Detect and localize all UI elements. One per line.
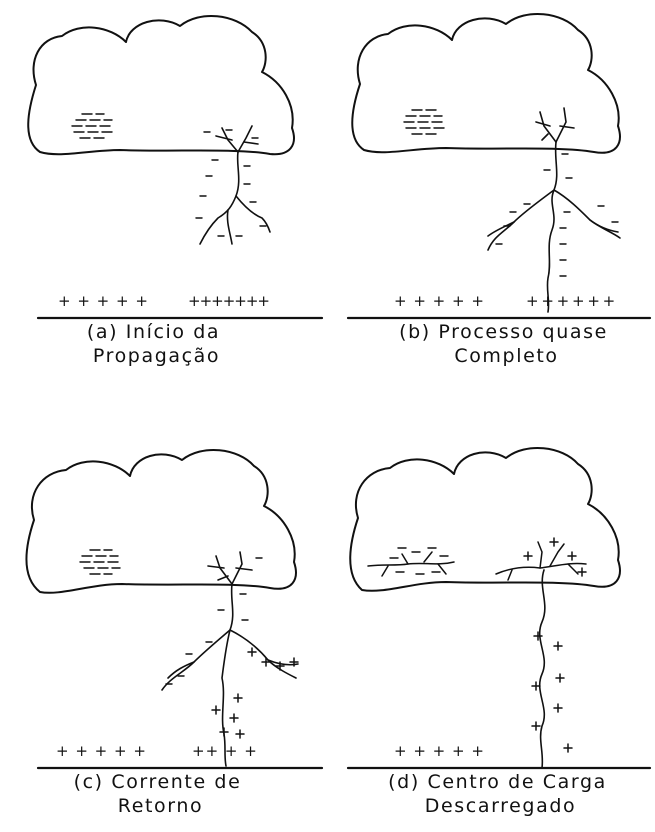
caption-c: (c) Corrente de Retorno xyxy=(0,770,321,818)
panel-b: + + + + + + + + + + + (b) Processo quase… xyxy=(328,0,655,416)
cloud-charges-left xyxy=(390,548,448,574)
cloud-charge-cluster xyxy=(404,110,444,134)
cloud xyxy=(352,14,620,153)
caption-a: (a) Início da Propagação xyxy=(0,320,317,368)
caption-line-2: Propagação xyxy=(0,344,317,368)
caption-line-1: (c) Corrente de xyxy=(0,770,321,794)
leader xyxy=(488,108,620,312)
cloud-charge-cluster xyxy=(72,114,112,138)
cloud xyxy=(350,448,620,591)
caption-line-2: Descarregado xyxy=(334,794,655,818)
caption-b: (b) Processo quase Completo xyxy=(340,320,655,368)
diagram-c xyxy=(0,416,327,776)
ground-charges-left: + + + + + xyxy=(394,292,485,310)
ground-charges-right: ++ + + xyxy=(192,742,258,760)
ground-charges-right: +++++++ xyxy=(188,292,269,310)
discharged-channel-right xyxy=(496,542,586,580)
caption-line-1: (b) Processo quase xyxy=(340,320,655,344)
caption-line-2: Retorno xyxy=(0,794,321,818)
leader-charges xyxy=(166,558,262,684)
return-channel xyxy=(540,570,545,768)
diagram-a xyxy=(0,0,327,330)
cloud xyxy=(27,450,296,593)
panel-a: + + + + + +++++++ (a) Início da Propagaç… xyxy=(0,0,327,416)
ground-charges-right: + + + + + + xyxy=(526,292,614,310)
panel-d: + + + + + (d) Centro de Carga Descarrega… xyxy=(328,416,655,832)
diagram-b xyxy=(328,0,655,330)
diagram-d xyxy=(328,416,655,776)
caption-line-1: (a) Início da xyxy=(0,320,317,344)
return-stroke-charges xyxy=(524,538,586,752)
leader-charges xyxy=(196,130,266,236)
ground-charges-left: + + + + + xyxy=(394,742,485,760)
ground-charges-left: + + + + + xyxy=(56,742,147,760)
panel-c: + + + + + ++ + + (c) Corrente de Retorno xyxy=(0,416,327,832)
caption-line-1: (d) Centro de Carga xyxy=(334,770,655,794)
caption-line-2: Completo xyxy=(340,344,655,368)
caption-d: (d) Centro de Carga Descarregado xyxy=(334,770,655,818)
cloud-charge-cluster xyxy=(80,550,120,574)
ground-charges-left: + + + + + xyxy=(58,292,149,310)
cloud xyxy=(28,16,294,154)
